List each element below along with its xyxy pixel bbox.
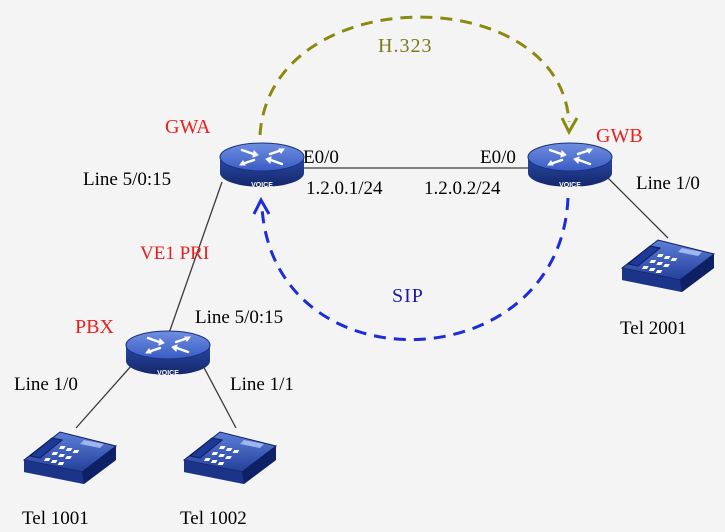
telephone-icon bbox=[621, 239, 715, 293]
telephone-icon bbox=[23, 431, 117, 485]
sip-arrowhead bbox=[252, 196, 271, 215]
router-icon bbox=[526, 141, 614, 189]
gwa-label: GWA bbox=[165, 116, 211, 138]
link-pbx-tel1002 bbox=[199, 359, 237, 429]
gwa-ip-label: 1.2.0.1/24 bbox=[306, 178, 383, 199]
tel2001-label: Tel 2001 bbox=[620, 318, 687, 339]
router-pbx: VOICE bbox=[124, 329, 212, 377]
sip-label: SIP bbox=[392, 285, 424, 307]
tel1001-label: Tel 1001 bbox=[22, 508, 89, 529]
gwa-port-label: E0/0 bbox=[303, 147, 339, 168]
gwb-label: GWB bbox=[596, 125, 643, 147]
tel1002-label: Tel 1002 bbox=[180, 508, 247, 529]
router-gwb: VOICE bbox=[526, 141, 614, 189]
sip-arc bbox=[260, 197, 570, 341]
router-icon bbox=[218, 141, 306, 189]
trunk-label: VE1 PRI bbox=[140, 243, 209, 264]
link-gwa-pbx bbox=[167, 181, 223, 337]
h323-label: H.323 bbox=[378, 35, 432, 57]
gwa-line-label: Line 5/0:15 bbox=[83, 169, 171, 190]
telephone-icon bbox=[183, 431, 277, 485]
router-icon bbox=[124, 329, 212, 377]
pbx-up-line-label: Line 5/0:15 bbox=[195, 307, 283, 328]
gwb-ip-label: 1.2.0.2/24 bbox=[424, 178, 501, 199]
gwb-port-label: E0/0 bbox=[480, 147, 516, 168]
voice-badge: VOICE bbox=[559, 182, 581, 189]
voice-badge: VOICE bbox=[157, 370, 179, 377]
gwb-line-label: Line 1/0 bbox=[636, 173, 700, 194]
link-pbx-tel1001 bbox=[75, 355, 141, 429]
pbx-right-line-label: Line 1/1 bbox=[230, 374, 294, 395]
pbx-left-line-label: Line 1/0 bbox=[14, 374, 78, 395]
h323-arc bbox=[258, 15, 571, 136]
pbx-label: PBX bbox=[75, 316, 114, 338]
link-gwb-tel2001 bbox=[604, 174, 669, 239]
router-gwa: VOICE bbox=[218, 141, 306, 189]
voice-badge: VOICE bbox=[251, 182, 273, 189]
h323-arrowhead bbox=[560, 117, 579, 136]
